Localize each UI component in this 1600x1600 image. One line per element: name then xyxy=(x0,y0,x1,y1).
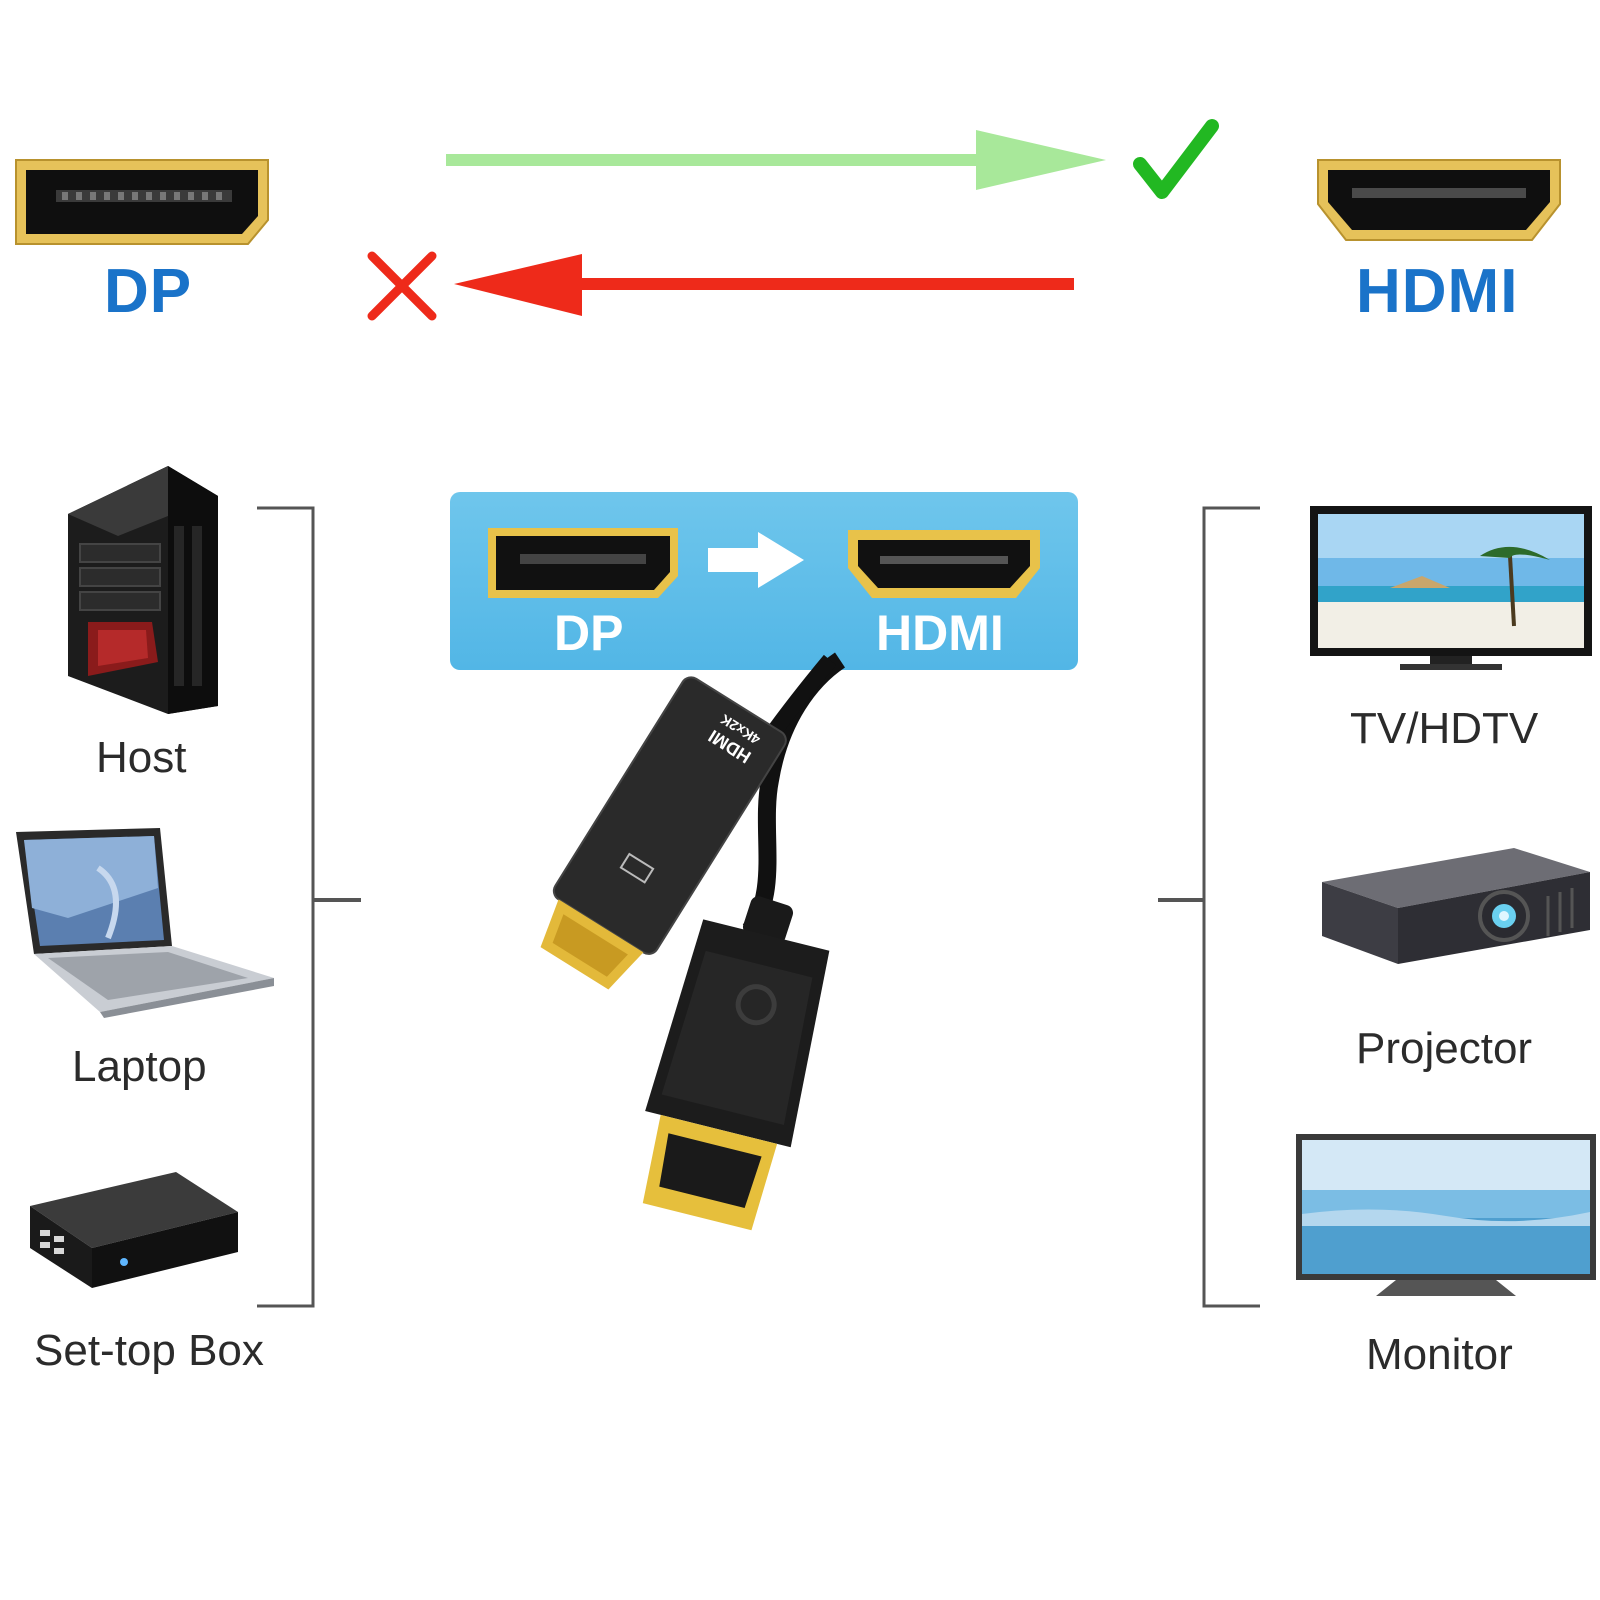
dp-to-hdmi-cable xyxy=(540,652,846,1231)
supported-direction-arrow xyxy=(446,130,1106,190)
tv-icon xyxy=(1310,506,1592,670)
dp-label: DP xyxy=(104,257,193,326)
display-label-tv: TV/HDTV xyxy=(1350,704,1539,753)
hdmi-port-icon xyxy=(1317,159,1561,241)
display-label-monitor: Monitor xyxy=(1366,1330,1513,1379)
unsupported-direction-arrow xyxy=(454,254,1074,316)
banner-arrow-icon xyxy=(708,532,804,588)
displays-bracket xyxy=(1158,506,1260,1308)
banner-dp-label: DP xyxy=(554,605,624,661)
hdmi-label: HDMI xyxy=(1356,257,1519,326)
host-pc-icon xyxy=(68,466,218,714)
banner-hdmi-port-icon xyxy=(848,530,1040,598)
dp-port-icon xyxy=(15,159,269,245)
source-label-host: Host xyxy=(96,733,187,782)
source-label-set-top-box: Set-top Box xyxy=(34,1326,264,1375)
monitor-icon xyxy=(1296,1134,1596,1296)
display-label-projector: Projector xyxy=(1356,1024,1533,1073)
source-label-laptop: Laptop xyxy=(72,1042,207,1091)
laptop-icon xyxy=(16,828,274,1018)
cross-icon xyxy=(367,251,437,321)
check-icon xyxy=(1133,119,1219,199)
sources-bracket xyxy=(257,506,361,1308)
banner-hdmi-label: HDMI xyxy=(876,605,1004,661)
set-top-box-icon xyxy=(30,1172,238,1288)
projector-icon xyxy=(1322,848,1590,964)
banner-dp-port-icon xyxy=(488,528,678,598)
